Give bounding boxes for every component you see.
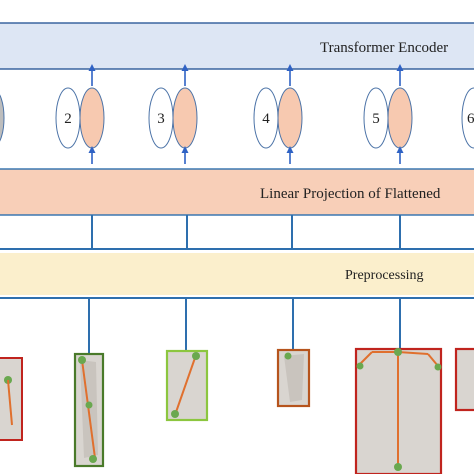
- pose-patch-6: [454, 347, 474, 412]
- connector-lines-lower: [0, 297, 474, 354]
- arrow-up-icon: [181, 64, 189, 71]
- token-number-5: 5: [372, 111, 380, 127]
- arrow-up-icon: [396, 146, 404, 153]
- arrow-up-icon: [88, 64, 96, 71]
- token-pair-4: 4: [253, 64, 303, 164]
- token-pair-3: 3: [148, 64, 198, 164]
- preprocessing-label: Preprocessing: [345, 268, 424, 283]
- token-number-3: 3: [157, 111, 165, 127]
- pose-patch-5: [354, 347, 443, 474]
- arrow-up-icon: [286, 146, 294, 153]
- preprocessing-band: Preprocessing: [0, 253, 474, 295]
- token-row: 2 3 4 5: [0, 64, 474, 164]
- token-partial-left: [0, 94, 5, 142]
- transformer-encoder-band: Transformer Encoder: [0, 22, 474, 70]
- arrow-up-icon: [286, 64, 294, 71]
- arrow-up-icon: [396, 64, 404, 71]
- arrow-up-icon: [181, 146, 189, 153]
- pose-patch-4: [276, 348, 311, 408]
- projection-label: Linear Projection of Flattened: [260, 186, 441, 202]
- linear-projection-band: Linear Projection of Flattened: [0, 168, 474, 216]
- token-number-2: 2: [64, 111, 72, 127]
- token-pair-2: 2: [55, 64, 105, 164]
- arrow-up-icon: [88, 146, 96, 153]
- pose-patch-2: [73, 352, 105, 468]
- token-number-6: 6: [467, 111, 474, 127]
- pose-patch-3: [165, 349, 209, 422]
- token-partial-6: 6: [461, 87, 474, 149]
- pose-patch-1: [0, 357, 23, 441]
- token-number-4: 4: [262, 111, 270, 127]
- connector-lines-upper: [0, 215, 474, 250]
- encoder-label: Transformer Encoder: [320, 40, 448, 56]
- token-pair-5: 5: [363, 64, 413, 164]
